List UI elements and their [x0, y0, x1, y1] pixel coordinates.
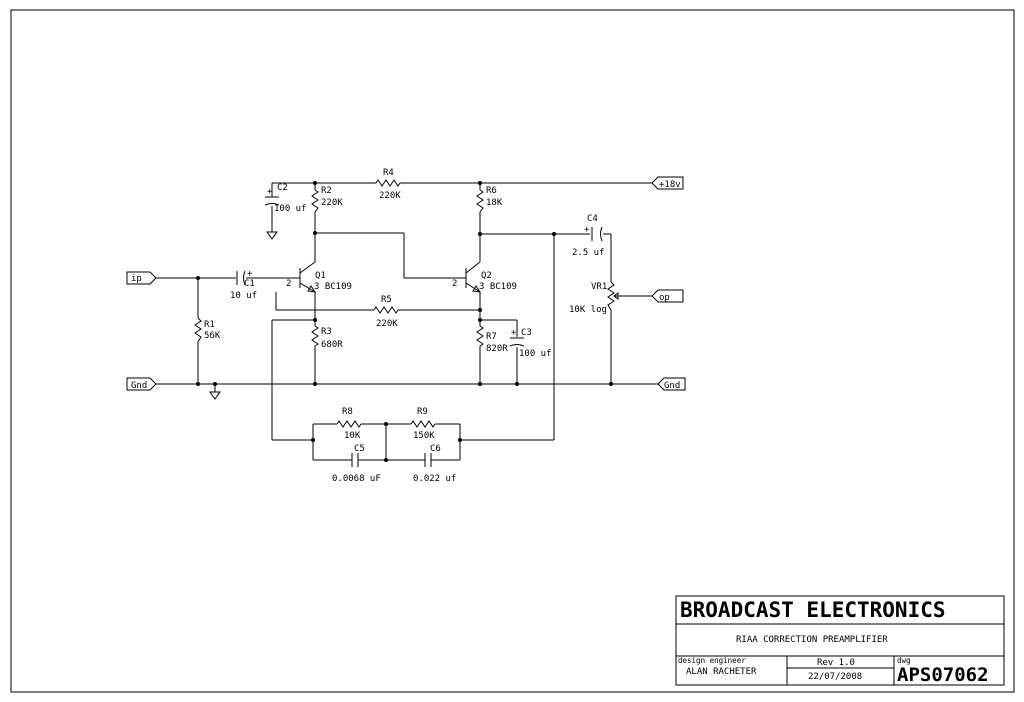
svg-text:10 uf: 10 uf: [230, 291, 257, 301]
svg-text:R7: R7: [486, 332, 497, 342]
svg-text:150K: 150K: [413, 431, 435, 441]
junctions: [196, 181, 613, 462]
svg-text:2.5 uf: 2.5 uf: [572, 248, 605, 258]
capacitor-c4: + C4 2.5 uf: [572, 214, 605, 258]
capacitor-c2: + C2 100 uf: [264, 183, 307, 214]
svg-text:+: +: [247, 269, 253, 279]
svg-text:56K: 56K: [204, 331, 221, 341]
svg-text:10K: 10K: [344, 431, 361, 441]
svg-text:820R: 820R: [486, 344, 508, 354]
svg-text:3 BC109: 3 BC109: [314, 282, 352, 292]
resistor-r9: R9 150K: [410, 407, 436, 441]
svg-text:18K: 18K: [486, 198, 503, 208]
design-engineer-label: design engineer: [678, 656, 746, 665]
svg-text:op: op: [659, 293, 670, 303]
drawing-title: RIAA CORRECTION PREAMPLIFIER: [736, 635, 888, 645]
port-output: op: [651, 289, 684, 303]
svg-text:+18v: +18v: [659, 180, 681, 190]
resistor-r1: R1 56K: [194, 317, 221, 343]
transistor-q1: Q1 3 BC109 2: [286, 261, 352, 293]
port-input: ip: [126, 271, 157, 285]
svg-text:0.022 uf: 0.022 uf: [413, 474, 456, 484]
svg-text:10K log: 10K log: [569, 305, 607, 315]
engineer-name: ALAN RACHETER: [686, 667, 757, 677]
resistor-r5: R5 220K: [373, 295, 399, 329]
svg-text:+: +: [267, 187, 273, 197]
company-name: BROADCAST ELECTRONICS: [680, 598, 946, 622]
sheet-border: [10, 9, 1015, 693]
svg-text:+: +: [584, 225, 590, 235]
capacitor-c6: C6 0.022 uf: [413, 444, 456, 484]
resistor-r4: R4 220K: [375, 168, 401, 201]
svg-text:Q1: Q1: [315, 271, 326, 281]
svg-text:C1: C1: [244, 279, 255, 289]
svg-text:VR1: VR1: [591, 282, 607, 292]
capacitor-c1: + C1 10 uf: [230, 269, 257, 301]
resistor-r3: R3 680R: [311, 325, 343, 350]
svg-text:R1: R1: [204, 320, 215, 330]
resistor-r6: R6 18K: [476, 186, 503, 213]
svg-text:R6: R6: [486, 186, 497, 196]
port-gnd-right: Gnd: [657, 377, 686, 391]
svg-text:2: 2: [286, 279, 291, 289]
drawing-number: APS07062: [897, 664, 989, 686]
date: 22/07/2008: [808, 672, 862, 682]
port-supply: +18v: [651, 176, 684, 190]
transistor-q2: Q2 3 BC109 2: [452, 261, 517, 293]
svg-text:2: 2: [452, 279, 457, 289]
ground-icon: [209, 391, 221, 400]
svg-text:220K: 220K: [379, 191, 401, 201]
svg-text:0.0068 uF: 0.0068 uF: [332, 474, 381, 484]
revision: Rev 1.0: [817, 658, 855, 668]
svg-text:R8: R8: [342, 407, 353, 417]
resistor-r8: R8 10K: [336, 407, 362, 441]
svg-text:ip: ip: [131, 274, 142, 284]
svg-text:C4: C4: [587, 214, 598, 224]
svg-text:Q2: Q2: [481, 271, 492, 281]
svg-text:R5: R5: [381, 295, 392, 305]
svg-text:220K: 220K: [376, 319, 398, 329]
capacitor-c5: C5 0.0068 uF: [332, 444, 381, 484]
potentiometer-vr1: VR1 10K log: [569, 281, 620, 315]
svg-text:100 uf: 100 uf: [519, 349, 552, 359]
resistor-r2: R2 220K: [311, 186, 343, 213]
port-gnd-left: Gnd: [126, 377, 157, 391]
svg-text:C6: C6: [430, 444, 441, 454]
svg-text:220K: 220K: [321, 198, 343, 208]
resistor-r7: R7 820R: [476, 325, 508, 354]
wires: [156, 182, 658, 461]
svg-text:+: +: [511, 328, 517, 338]
svg-text:C2: C2: [277, 183, 288, 193]
svg-text:R2: R2: [321, 186, 332, 196]
svg-text:R3: R3: [321, 327, 332, 337]
svg-text:680R: 680R: [321, 340, 343, 350]
dwg-label: dwg: [897, 656, 911, 665]
svg-text:R4: R4: [383, 168, 394, 178]
svg-text:Gnd: Gnd: [664, 381, 680, 391]
capacitor-c3: + C3 100 uf: [509, 328, 552, 359]
svg-text:Gnd: Gnd: [131, 381, 147, 391]
title-block: BROADCAST ELECTRONICS RIAA CORRECTION PR…: [675, 595, 1005, 686]
svg-text:3 BC109: 3 BC109: [479, 282, 517, 292]
svg-text:R9: R9: [417, 407, 428, 417]
svg-text:100 uf: 100 uf: [274, 204, 307, 214]
svg-text:C3: C3: [521, 328, 532, 338]
svg-text:C5: C5: [354, 444, 365, 454]
ground-icon: [266, 231, 278, 240]
